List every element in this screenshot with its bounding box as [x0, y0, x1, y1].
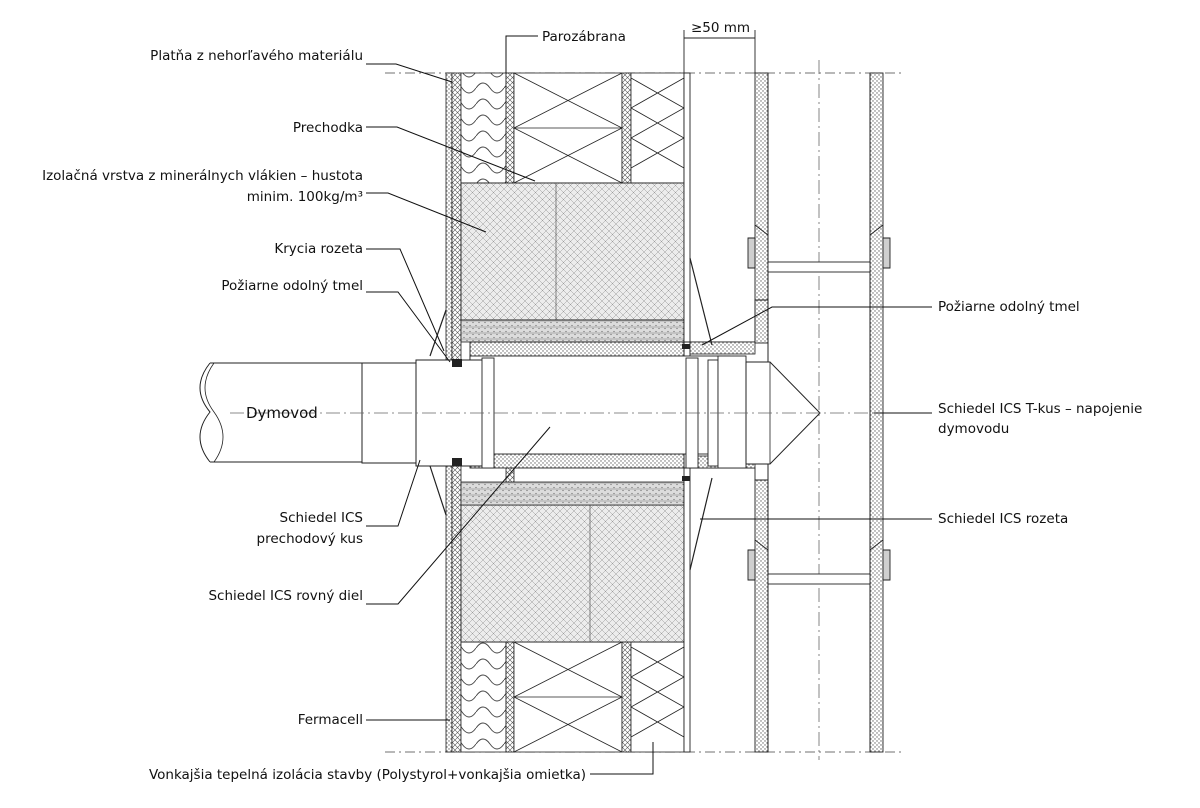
transition-band-bottom — [460, 481, 685, 506]
chimney-joints — [747, 224, 891, 585]
chimney-wall-left — [754, 72, 769, 344]
exterior-insulation-bottom — [513, 641, 685, 753]
exterior-insulation-top — [513, 72, 685, 184]
ics-rosette — [689, 257, 713, 571]
label-krycia-rozeta: Krycia rozeta — [274, 241, 363, 257]
flue-pipe — [199, 257, 900, 571]
cover-rosette — [429, 309, 447, 516]
label-fermacell: Fermacell — [298, 712, 363, 728]
mineral-fiber-block-bottom — [460, 504, 685, 643]
label-parozabrana: Parozábrana — [542, 29, 626, 45]
label-dymovod: Dymovod — [246, 404, 318, 422]
label-prechodovy-line2: prechodový kus — [257, 531, 363, 547]
label-tmel-left: Požiarne odolný tmel — [221, 278, 363, 294]
mineral-fiber-block-top — [460, 182, 685, 321]
wool-insulation-bottom — [460, 641, 507, 753]
label-izolacna-line2: minim. 100kg/m³ — [247, 189, 363, 205]
leader-lines — [366, 35, 932, 775]
label-rovny-diel: Schiedel ICS rovný diel — [208, 588, 363, 604]
label-tmel-right: Požiarne odolný tmel — [938, 299, 1080, 315]
transition-band-top — [460, 319, 685, 343]
label-rozeta-right: Schiedel ICS rozeta — [938, 511, 1068, 527]
label-izolacna-line1: Izolačná vrstva z minerálnych vlákien – … — [42, 168, 363, 184]
label-platna: Platňa z nehorľavého materiálu — [150, 48, 363, 64]
dimension-label: ≥50 mm — [691, 20, 750, 36]
wool-insulation-top — [460, 72, 507, 184]
dimension-indicator — [683, 30, 756, 73]
label-tkus-line1: Schiedel ICS T-kus – napojenie — [938, 401, 1142, 417]
label-vonkajsia: Vonkajšia tepelná izolácia stavby (Polys… — [149, 767, 586, 783]
label-prechodovy-line1: Schiedel ICS — [280, 510, 364, 526]
label-prechodka: Prechodka — [293, 120, 363, 136]
label-tkus-line2: dymovodu — [938, 421, 1009, 437]
